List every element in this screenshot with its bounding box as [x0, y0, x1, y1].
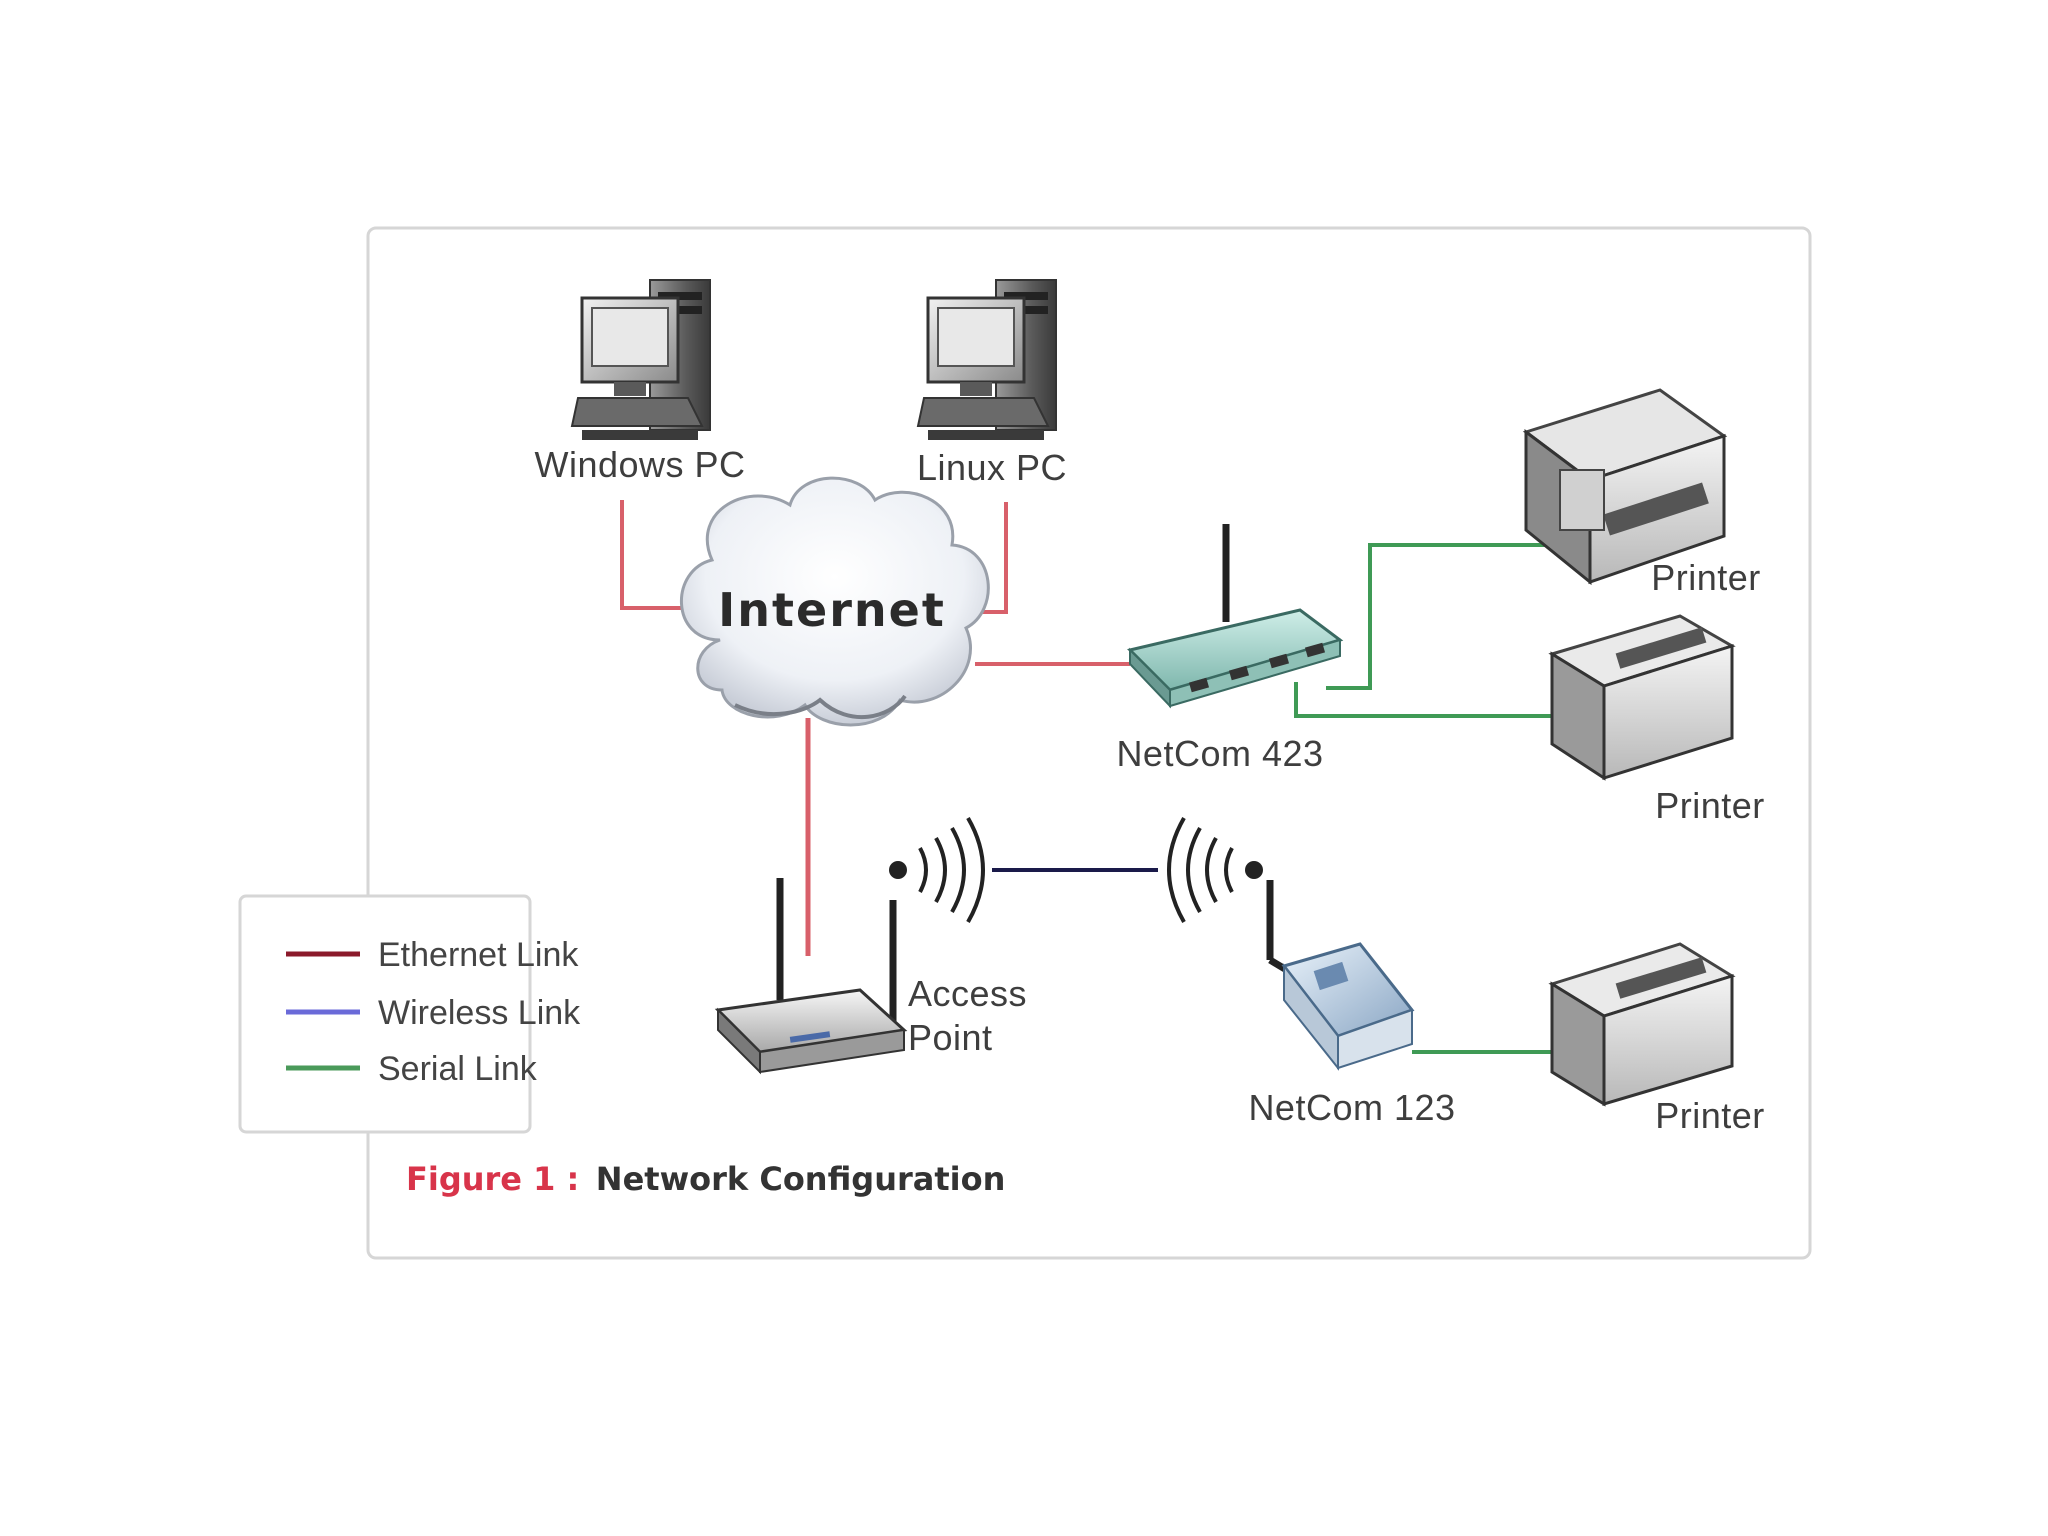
figure-caption: Figure 1 : Network Configuration [406, 1160, 1005, 1198]
wireless-ap-icon [714, 878, 908, 1075]
printer-icon [1548, 614, 1736, 781]
legend-label-serial: Serial Link [378, 1050, 538, 1088]
figure-panel [366, 226, 1812, 1260]
windows-pc-label: Windows PC [534, 444, 745, 485]
ethernet-link-linux [975, 502, 1008, 614]
cloud-icon [679, 476, 990, 727]
printer-top-label: Printer [1651, 557, 1761, 598]
printer-icon [1522, 388, 1728, 586]
access-point-label-line1: Access [908, 973, 1027, 1014]
netcom423-label: NetCom 423 [1116, 733, 1323, 774]
legend-label-wireless: Wireless Link [378, 994, 581, 1032]
legend: Ethernet Link Wireless Link Serial Link [286, 936, 581, 1088]
serial-link-printer-mid [1294, 682, 1552, 718]
legend-label-ethernet: Ethernet Link [378, 936, 579, 974]
desktop-computer-icon [916, 279, 1057, 440]
access-point-label-line2: Point [908, 1017, 993, 1058]
wifi-signal-icon [889, 817, 985, 923]
router-icon [1127, 524, 1344, 709]
internet-label: Internet [718, 583, 946, 637]
serial-server-icon [1266, 880, 1415, 1071]
desktop-computer-icon [570, 279, 711, 440]
figure-caption-prefix: Figure 1 : [406, 1160, 579, 1198]
wifi-signal-icon [1167, 817, 1263, 923]
printer-mid-label: Printer [1655, 785, 1765, 826]
printer-bottom-label: Printer [1655, 1095, 1765, 1136]
ethernet-link-windows [620, 500, 690, 610]
figure-caption-text: Network Configuration [596, 1160, 1006, 1198]
printer-icon [1548, 942, 1736, 1107]
linux-pc-label: Linux PC [917, 447, 1067, 488]
serial-link-printer-top [1326, 543, 1545, 690]
netcom123-label: NetCom 123 [1248, 1087, 1455, 1128]
